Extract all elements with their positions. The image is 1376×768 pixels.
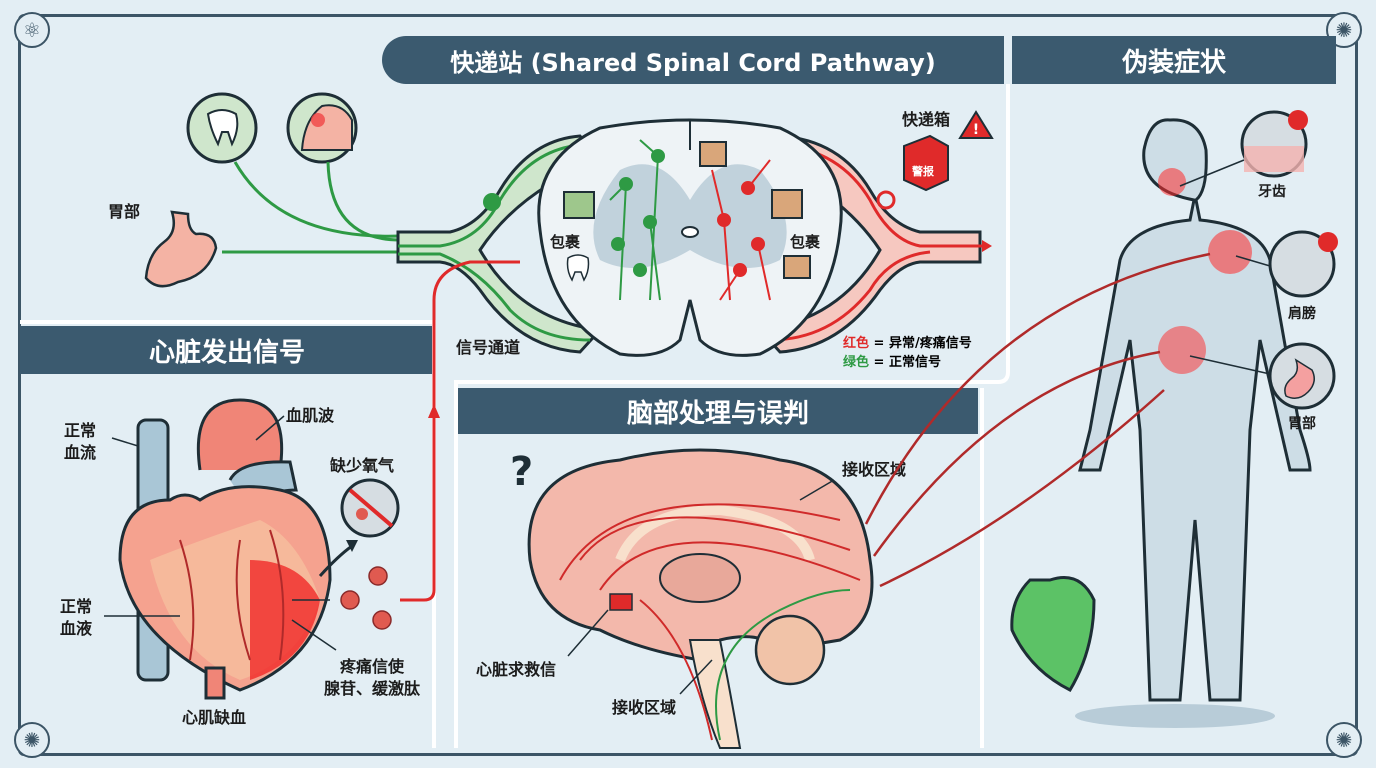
package-icon bbox=[699, 141, 727, 167]
package-icon bbox=[783, 255, 811, 279]
svg-text:!: ! bbox=[973, 122, 979, 138]
legend-value: 异常/疼痛信号 bbox=[888, 336, 972, 351]
normal-blood-label: 正常 血液 bbox=[60, 596, 92, 640]
legend-sep: = bbox=[869, 336, 889, 351]
shoulder-pain-icon bbox=[1268, 230, 1338, 298]
label-line: 血流 bbox=[64, 443, 97, 462]
alarm-box-label: 警报 bbox=[912, 165, 934, 178]
outer-frame bbox=[18, 14, 1358, 756]
legend-sep: = bbox=[869, 355, 889, 370]
stomach-pain-icon bbox=[1268, 342, 1336, 410]
color-legend: 红色 = 异常/疼痛信号 绿色 = 正常信号 bbox=[843, 334, 972, 372]
legend-item-green: 绿色 = 正常信号 bbox=[843, 353, 972, 372]
tooth-icon bbox=[566, 254, 590, 282]
brain-section-title: 脑部处理与误判 bbox=[458, 388, 978, 434]
symptoms-section-title: 伪装症状 bbox=[1012, 36, 1336, 84]
label-line: 正常 bbox=[60, 597, 93, 616]
heart-letter-label: 心脏求救信 bbox=[476, 660, 557, 679]
stomach-icon bbox=[144, 210, 218, 288]
receive-area-bottom-label: 接收区域 bbox=[612, 698, 677, 717]
legend-key: 红色 bbox=[843, 336, 870, 351]
pain-molecule-icon bbox=[340, 566, 392, 630]
label-line: 腺苷、缓激肽 bbox=[324, 679, 421, 698]
virus-icon: ✺ bbox=[1326, 12, 1362, 48]
package-label-left: 包裹 bbox=[550, 233, 581, 251]
label-line: 血液 bbox=[60, 619, 93, 638]
package-tooth-icon bbox=[563, 191, 595, 219]
signal-channel-label: 信号通道 bbox=[456, 338, 521, 357]
no-oxygen-icon bbox=[340, 478, 400, 538]
package-stomach-icon bbox=[771, 189, 803, 219]
label-line: 正常 bbox=[64, 421, 97, 440]
lack-oxygen-label: 缺少氧气 bbox=[330, 456, 395, 475]
normal-flow-label: 正常 血流 bbox=[64, 420, 96, 464]
virus-icon: ✺ bbox=[1326, 722, 1362, 758]
pain-messenger-label: 疼痛信使 腺苷、缓激肽 bbox=[324, 656, 420, 700]
ischemia-label: 心肌缺血 bbox=[182, 708, 247, 727]
package-label-right: 包裹 bbox=[790, 233, 821, 251]
question-mark-icon: ? bbox=[510, 449, 534, 495]
shoulder-label: 肩膀 bbox=[1288, 306, 1316, 322]
tooth-pain-icon bbox=[1240, 110, 1308, 178]
legend-item-red: 红色 = 异常/疼痛信号 bbox=[843, 334, 972, 353]
alarm-box-icon bbox=[903, 134, 949, 192]
tooth-circle-icon bbox=[186, 92, 258, 164]
stomach-label: 胃部 bbox=[108, 202, 141, 221]
spinal-section-title: 快递站 (Shared Spinal Cord Pathway) bbox=[382, 36, 1004, 84]
shoulder-circle-icon bbox=[286, 92, 358, 164]
teeth-label: 牙齿 bbox=[1258, 184, 1286, 200]
legend-value: 正常信号 bbox=[888, 355, 941, 370]
virus-icon: ✺ bbox=[14, 722, 50, 758]
warning-icon: ! bbox=[958, 110, 994, 139]
legend-key: 绿色 bbox=[843, 355, 870, 370]
label-line: 疼痛信使 bbox=[340, 657, 405, 676]
symptom-stomach-label: 胃部 bbox=[1288, 416, 1316, 432]
myo-wave-label: 血肌波 bbox=[286, 406, 335, 425]
express-box-label: 快递箱 bbox=[902, 110, 951, 129]
atom-icon: ⚛ bbox=[14, 12, 50, 48]
letter-icon bbox=[609, 593, 633, 611]
heart-section-title: 心脏发出信号 bbox=[20, 326, 434, 374]
healthy-heart-icon bbox=[1010, 576, 1096, 692]
receive-area-top-label: 接收区域 bbox=[842, 460, 907, 479]
